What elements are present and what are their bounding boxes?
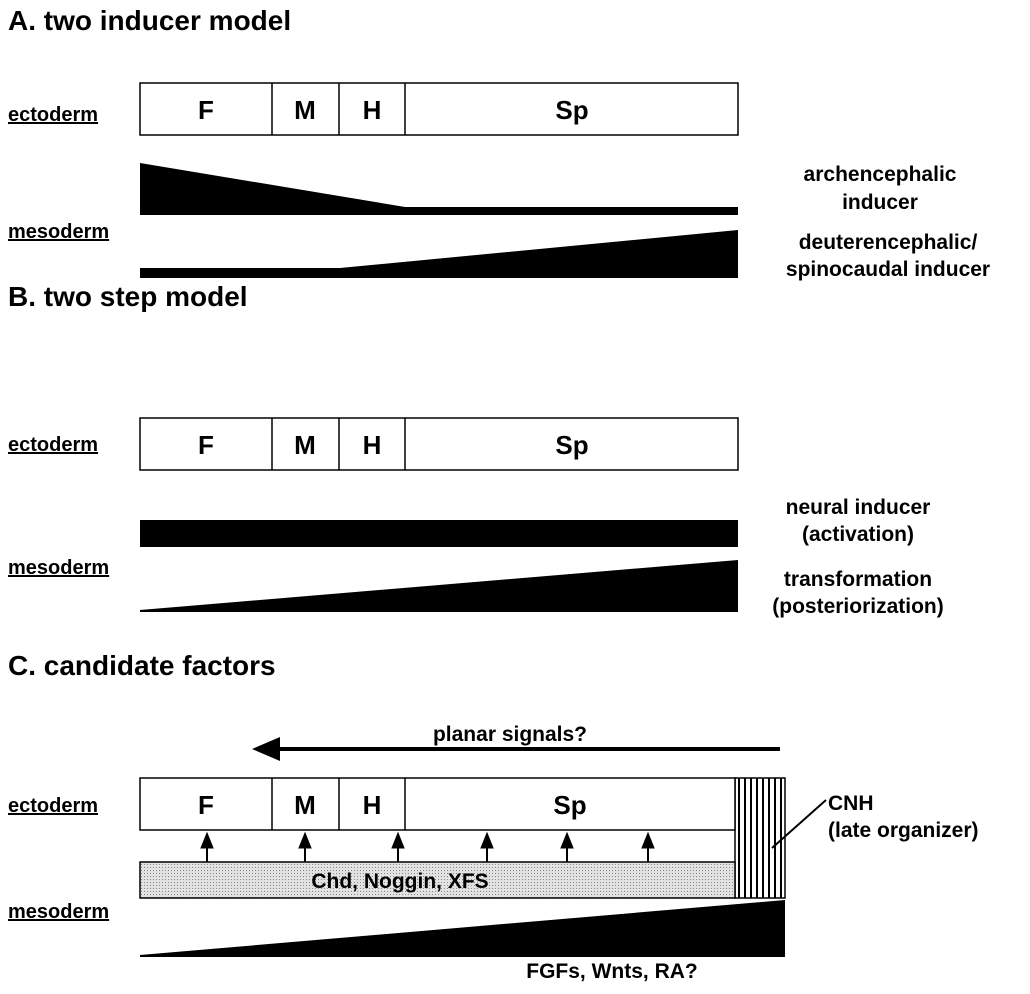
- signal-label: (activation): [802, 523, 914, 546]
- panel-c-title: C. candidate factors: [8, 650, 276, 681]
- cnh-striped-region: [734, 777, 786, 899]
- panel-b-title: B. two step model: [8, 281, 248, 312]
- cnh-sublabel: (late organizer): [828, 819, 979, 842]
- segment-midbrain: M: [294, 790, 316, 820]
- ectoderm-label: ectoderm: [8, 434, 98, 456]
- cnh-label: CNH: [828, 792, 874, 815]
- segment-spinal-cord: Sp: [555, 430, 588, 460]
- segment-hindbrain: H: [363, 95, 382, 125]
- segment-forebrain: F: [198, 95, 214, 125]
- signal-label: neural inducer: [786, 496, 931, 519]
- planar-arrow: [252, 737, 780, 761]
- signal-label: deuterencephalic/: [799, 231, 978, 254]
- neural-inducer-bar: [140, 520, 738, 547]
- signal-label: inducer: [842, 191, 918, 214]
- ectoderm-box: [139, 82, 739, 136]
- segment-hindbrain: H: [363, 790, 382, 820]
- panel-a: A. two inducer model ectoderm mesoderm F…: [8, 5, 990, 281]
- signal-label: spinocaudal inducer: [786, 258, 990, 281]
- organizer-factors-bar: [139, 861, 736, 899]
- panel-a-title: A. two inducer model: [8, 5, 291, 36]
- posteriorizing-gradient: [140, 900, 785, 957]
- spinocaudal-gradient: [140, 230, 738, 278]
- archencephalic-gradient: [140, 163, 738, 215]
- segment-spinal-cord: Sp: [555, 95, 588, 125]
- segment-midbrain: M: [294, 430, 316, 460]
- signal-label: archencephalic: [804, 163, 957, 186]
- segment-forebrain: F: [198, 790, 214, 820]
- panel-c: C. candidate factors planar signals? ect…: [8, 650, 979, 983]
- segment-midbrain: M: [294, 95, 316, 125]
- ectoderm-label: ectoderm: [8, 795, 98, 817]
- transformation-gradient: [140, 560, 738, 612]
- mesoderm-label: mesoderm: [8, 221, 109, 243]
- segment-hindbrain: H: [363, 430, 382, 460]
- ectoderm-box: [139, 777, 736, 831]
- organizer-factors-label: Chd, Noggin, XFS: [311, 870, 488, 893]
- ectoderm-label: ectoderm: [8, 104, 98, 126]
- mesoderm-label: mesoderm: [8, 901, 109, 923]
- signal-label: (posteriorization): [772, 595, 944, 618]
- mesoderm-label: mesoderm: [8, 557, 109, 579]
- planar-signals-label: planar signals?: [433, 723, 587, 746]
- segment-forebrain: F: [198, 430, 214, 460]
- signal-label: transformation: [784, 568, 932, 591]
- cnh-pointer-line: [771, 799, 827, 849]
- posteriorizing-factors-label: FGFs, Wnts, RA?: [526, 960, 698, 983]
- panel-b: B. two step model ectoderm mesoderm F M …: [8, 281, 944, 618]
- vertical-signal-arrows: [200, 831, 655, 862]
- ectoderm-box: [139, 417, 739, 471]
- segment-spinal-cord: Sp: [553, 790, 586, 820]
